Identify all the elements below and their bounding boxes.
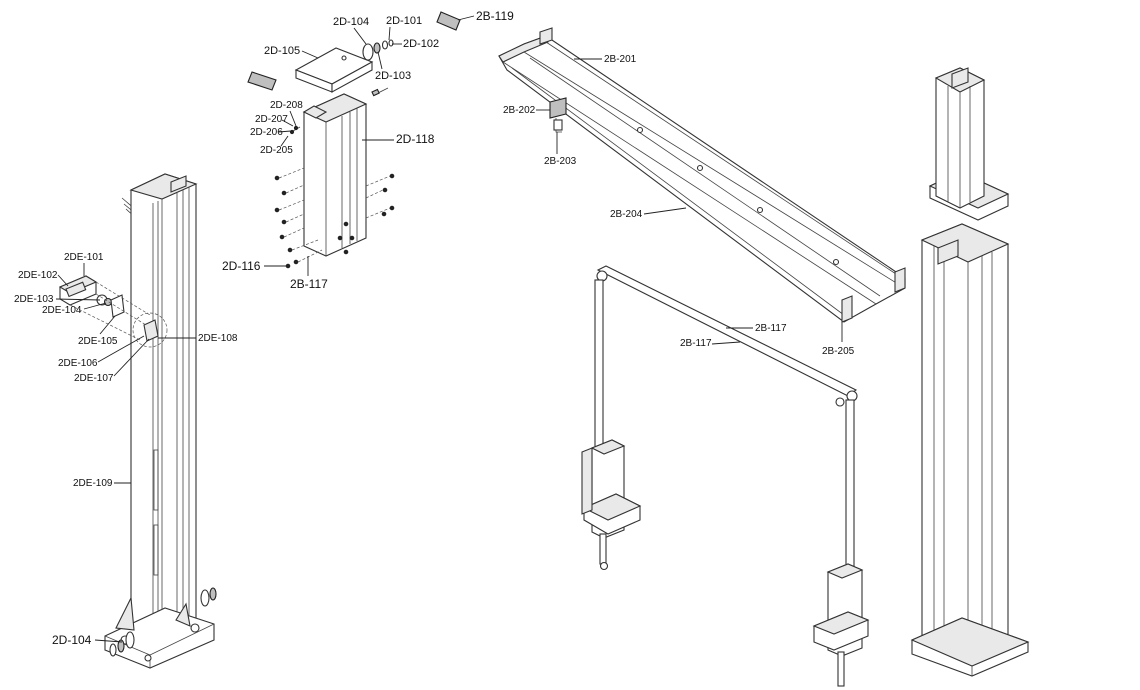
label-2b-205: 2B-205	[822, 346, 855, 357]
bolt-array-left	[274, 167, 323, 269]
left-column-assembly	[58, 173, 217, 669]
label-2d-104-top: 2D-104	[333, 16, 369, 28]
label-2b-204: 2B-204	[610, 209, 643, 220]
top-beam-labels: 2B-201 2B-202 2B-203 2B-204 2B-205	[503, 54, 855, 357]
label-2d-116: 2D-116	[222, 259, 261, 273]
label-2d-103: 2D-103	[375, 70, 411, 82]
label-2de-103: 2DE-103	[14, 294, 54, 305]
top-beam-assembly	[498, 27, 906, 323]
label-2de-105: 2DE-105	[78, 336, 118, 347]
label-2d-101: 2D-101	[386, 15, 422, 27]
bolt-array-right	[337, 173, 395, 255]
label-2de-108: 2DE-108	[198, 333, 238, 344]
label-2b-117-top: 2B-117	[290, 277, 328, 291]
label-2b-119: 2B-119	[476, 9, 514, 23]
label-2b-203: 2B-203	[544, 156, 577, 167]
label-2b-202: 2B-202	[503, 105, 536, 116]
label-2de-102: 2DE-102	[18, 270, 58, 281]
label-2d-206: 2D-206	[250, 127, 283, 138]
top-carriage-assembly	[247, 11, 461, 269]
label-2de-109: 2DE-109	[73, 478, 113, 489]
label-2d-102: 2D-102	[403, 38, 439, 50]
label-2de-101: 2DE-101	[64, 252, 104, 263]
label-2d-104-bottom: 2D-104	[52, 633, 92, 647]
label-2d-208: 2D-208	[270, 100, 303, 111]
label-2d-205: 2D-205	[260, 145, 293, 156]
top-carriage-labels: 2D-104 2D-101 2D-102 2D-103 2D-105 2B-11…	[222, 9, 514, 291]
right-column-assembly	[910, 67, 1030, 677]
left-column-labels: 2DE-101 2DE-102 2DE-103 2DE-104 2DE-105 …	[14, 252, 238, 647]
label-2d-207: 2D-207	[255, 114, 288, 125]
label-2d-105: 2D-105	[264, 45, 300, 57]
label-2b-117-b: 2B-117	[680, 338, 712, 349]
label-2b-201: 2B-201	[604, 54, 637, 65]
label-2de-104: 2DE-104	[42, 305, 82, 316]
label-2de-106: 2DE-106	[58, 358, 98, 369]
label-2b-117-a: 2B-117	[755, 323, 787, 334]
equalizer-frame-labels: 2B-117 2B-117	[680, 323, 787, 349]
equalizer-frame-assembly	[581, 265, 870, 687]
label-2d-118: 2D-118	[396, 132, 435, 146]
label-2de-107: 2DE-107	[74, 373, 114, 384]
